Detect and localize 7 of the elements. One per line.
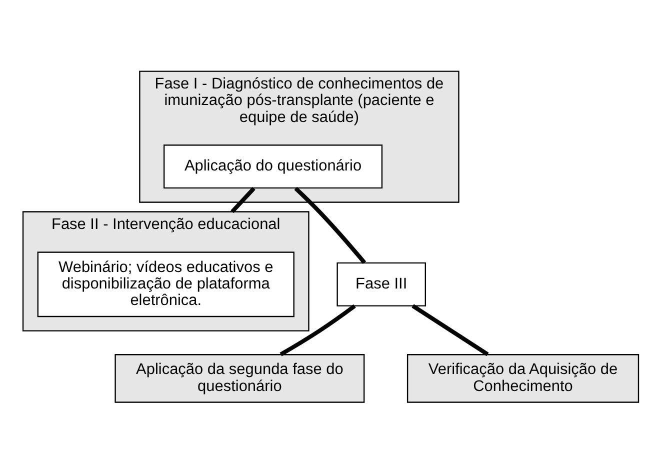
node-box: Aplicação da segunda fase do questionário [114, 354, 365, 402]
connector [280, 304, 356, 356]
node-box: Aplicação do questionário [164, 144, 383, 188]
node-box: Fase III [336, 262, 426, 306]
node-box: Webinário; vídeos educativos e disponibilização de plataforma eletrônica. [37, 251, 294, 317]
node-box: Verificação da Aquisição de Conhecimento [406, 354, 640, 402]
connector [412, 304, 489, 356]
